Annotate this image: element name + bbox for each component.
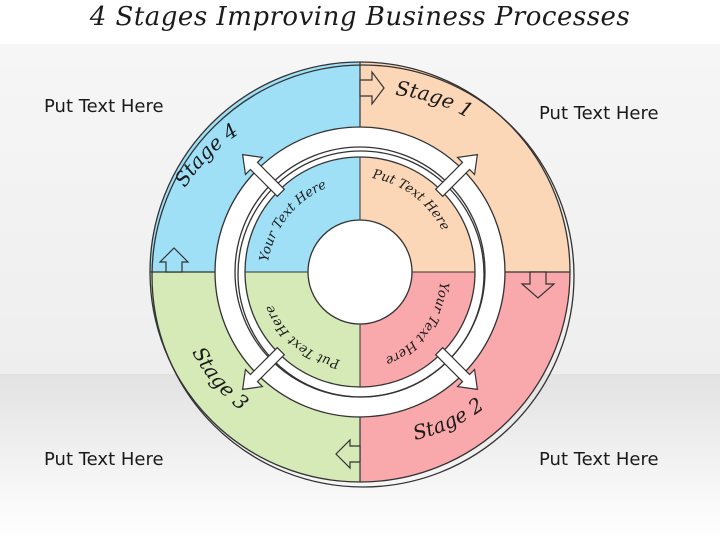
arrow-stage1-to-2-icon [520, 271, 556, 299]
diagonal-arrow-bottom-left-icon [241, 346, 286, 391]
page-title: 4 Stages Improving Business Processes [89, 2, 631, 32]
diagonal-arrow-bottom-right-icon [434, 346, 479, 391]
diagonal-arrow-top-left-icon [241, 153, 286, 198]
inner-segment-bottom-left [245, 272, 360, 387]
diagonal-arrow-top-right-icon [434, 153, 479, 198]
arrow-stage4-to-1-icon [359, 70, 385, 106]
corner-text-top-right: Put Text Here [539, 103, 659, 124]
inner-segment-top-right [360, 157, 475, 272]
corner-text-bottom-left: Put Text Here [44, 449, 164, 470]
inner-segment-bottom-right [360, 272, 475, 387]
corner-text-top-left: Put Text Here [44, 96, 164, 117]
arrow-stage2-to-3-icon [335, 438, 361, 470]
corner-text-bottom-right: Put Text Here [539, 449, 659, 470]
arrow-stage3-to-4-icon [158, 247, 190, 273]
inner-segment-top-left [245, 157, 360, 272]
